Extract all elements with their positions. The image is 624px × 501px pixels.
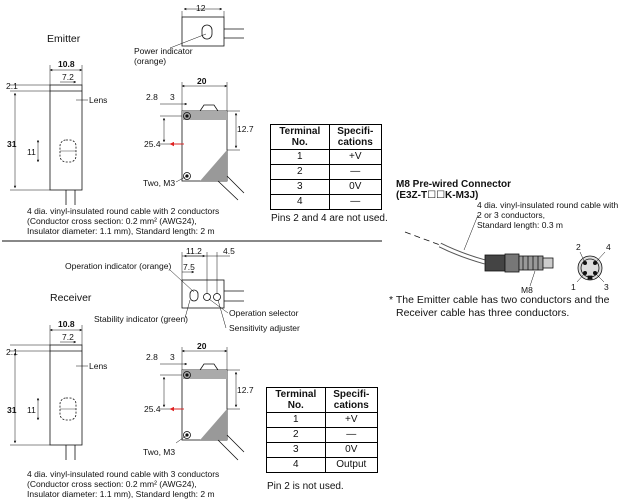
dim-top-offset: 2.1 — [6, 81, 18, 91]
dim-top-b: 4.5 — [223, 246, 235, 256]
emitter-pins-note: Pins 2 and 4 are not used. — [271, 213, 388, 224]
table-row: 2— — [266, 427, 379, 443]
dim-top-a: 11.2 — [186, 246, 202, 256]
lens-label: Lens — [89, 95, 107, 105]
receiver-dim-right-height: 12.7 — [237, 385, 254, 395]
sensitivity-adjuster-icon — [213, 293, 221, 301]
connector-cable-note-line2: 2 or 3 conductors, — [477, 210, 545, 220]
receiver-dim-a: 2.8 — [146, 352, 158, 362]
screw-label: Two, M3 — [143, 178, 175, 188]
dim-lens-offset: 7.2 — [62, 72, 74, 82]
sensitivity-adjuster-label: Sensitivity adjuster — [229, 323, 300, 333]
pin-2-label: 2 — [576, 242, 581, 252]
table-row: 1+V — [270, 149, 383, 165]
pin-3-label: 3 — [604, 282, 609, 292]
table-row: 4— — [270, 194, 383, 210]
operation-selector-label: Operation selector — [229, 308, 299, 318]
receiver-table-header-spec: Specifi-cations — [324, 387, 379, 413]
receiver-dim-width-front: 10.8 — [58, 319, 75, 329]
dim-width-front: 10.8 — [58, 59, 75, 69]
receiver-cable-note-line1: 4 dia. vinyl-insulated round cable with … — [27, 469, 219, 479]
receiver-dim-optical-axis: 25.4 — [144, 404, 161, 414]
receiver-title: Receiver — [50, 292, 92, 304]
table-row: 1+V — [266, 412, 379, 428]
receiver-top-view — [181, 279, 225, 309]
dim-top-width: 12 — [196, 3, 206, 13]
receiver-lens-label: Lens — [89, 361, 107, 371]
connector-section: 4 dia. vinyl-insulated round cable with … — [404, 200, 619, 295]
dim-lens-height: 11 — [27, 147, 36, 157]
receiver-screw-label: Two, M3 — [143, 447, 175, 457]
cable-note-line3: Insulator diameter: 1.1 mm), Standard le… — [27, 226, 215, 236]
table-row: 2— — [270, 164, 383, 180]
dim-b: 3 — [170, 92, 175, 102]
connector-thread-label: M8 — [521, 285, 533, 295]
dim-top-c: 7.5 — [183, 262, 195, 272]
receiver-cable-note-line3: Insulator diameter: 1.1 mm), Standard le… — [27, 489, 215, 499]
receiver-dim-height: 31 — [7, 405, 17, 415]
emitter-title: Emitter — [47, 33, 81, 45]
footnote: * The Emitter cable has two conductors a… — [389, 294, 609, 320]
emitter-front-view — [49, 84, 83, 191]
receiver-dim-b: 3 — [170, 352, 175, 362]
connector-title-line1: M8 Pre-wired Connector — [396, 179, 512, 190]
power-indicator-label-line1: Power indicator — [134, 46, 193, 56]
footnote-line2: Receiver cable has three conductors. — [396, 307, 570, 319]
emitter-section: Emitter 12 Power indicator(orange) 10.8 … — [6, 3, 254, 236]
connector-cable-note-line3: Standard length: 0.3 m — [477, 220, 563, 230]
operation-indicator-label: Operation indicator (orange) — [65, 261, 171, 271]
operation-indicator-icon — [189, 289, 199, 302]
power-indicator-label: Power indicator(orange) — [134, 46, 193, 66]
m8-connector-icon — [484, 253, 554, 273]
receiver-cable-note-line2: (Conductor cross section: 0.2 mm² (AWG24… — [27, 479, 197, 489]
stability-indicator-label: Stability indicator (green) — [94, 314, 188, 324]
dim-right-height: 12.7 — [237, 124, 254, 134]
dim-height: 31 — [7, 139, 17, 149]
dim-side-width: 20 — [197, 76, 207, 86]
dim-a: 2.8 — [146, 92, 158, 102]
receiver-front-view — [49, 344, 83, 446]
footnote-line1: * The Emitter cable has two conductors a… — [389, 294, 610, 306]
receiver-pins-note: Pin 2 is not used. — [267, 481, 344, 492]
table-header-spec: Specifi-cations — [328, 124, 383, 150]
receiver-section: Receiver 11.2 4.5 7.5 Operation indicato… — [6, 246, 300, 499]
power-indicator-label-line2: (orange) — [134, 56, 166, 66]
cable-note-line2: (Conductor cross section: 0.2 mm² (AWG24… — [27, 216, 197, 226]
receiver-dim-lens-height: 11 — [27, 405, 36, 415]
pin-4-label: 4 — [606, 242, 611, 252]
pin-1-label: 1 — [571, 282, 576, 292]
cable-note-line1: 4 dia. vinyl-insulated round cable with … — [27, 206, 219, 216]
dim-optical-axis: 25.4 — [144, 139, 161, 149]
connector-title-line2: (E3Z-T☐☐K-M3J) — [396, 190, 479, 201]
emitter-top-view — [181, 16, 225, 47]
receiver-dim-top-offset: 2.1 — [6, 347, 18, 357]
receiver-dim-side-width: 20 — [197, 341, 207, 351]
connector-cable-note-line1: 4 dia. vinyl-insulated round cable with — [477, 200, 619, 210]
connector-title: M8 Pre-wired Connector (E3Z-T☐☐K-M3J) — [396, 179, 511, 201]
receiver-dim-lens-offset: 7.2 — [62, 332, 74, 342]
power-indicator-icon — [201, 24, 213, 40]
